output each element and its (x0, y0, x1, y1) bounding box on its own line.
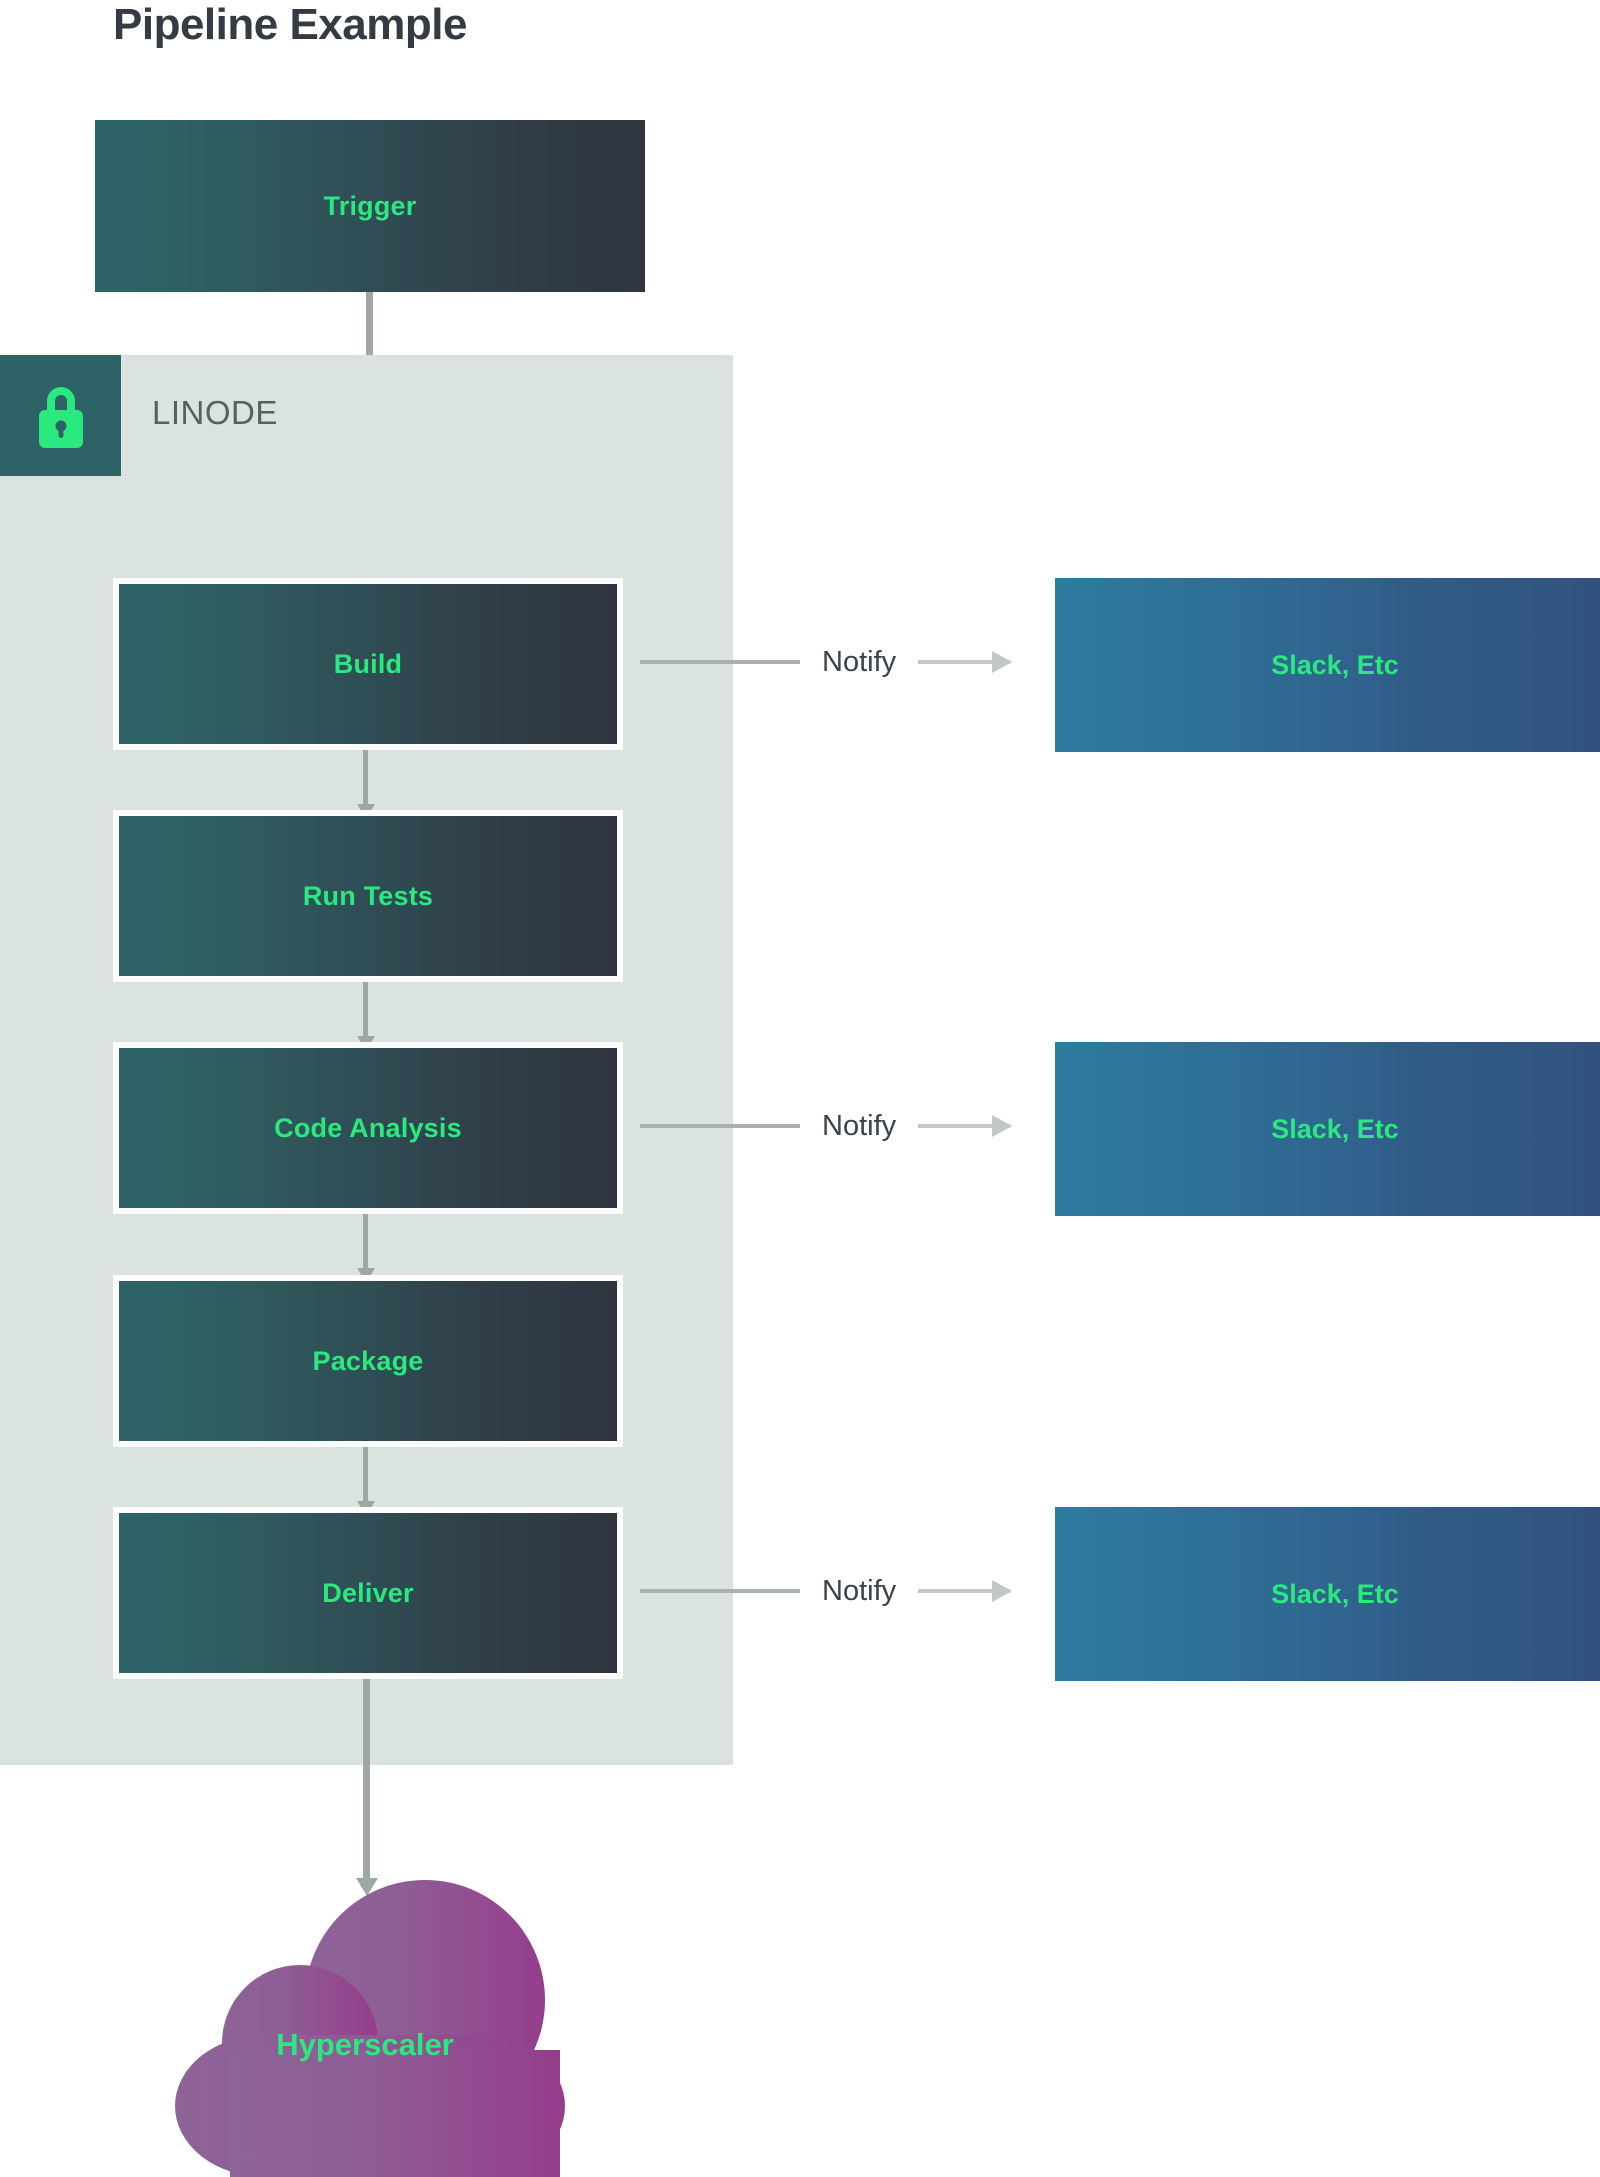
stage-build[interactable]: Build (113, 578, 623, 750)
stage-deliver-label: Deliver (322, 1577, 414, 1608)
notify-target-build-label: Slack, Etc (1271, 649, 1399, 680)
notify-target-deliver[interactable]: Slack, Etc (1055, 1507, 1600, 1681)
notify-target-code-analysis[interactable]: Slack, Etc (1055, 1042, 1600, 1216)
stage-run-tests[interactable]: Run Tests (113, 810, 623, 982)
notify-target-build[interactable]: Slack, Etc (1055, 578, 1600, 752)
trigger-box[interactable]: Trigger (95, 120, 645, 292)
arrow-code-analysis-to-package (356, 1214, 375, 1283)
arrow-deliver-to-hyperscaler (355, 1679, 378, 1896)
notify-row-code-analysis: Notify (640, 1106, 1011, 1146)
stage-build-label: Build (333, 648, 403, 679)
stage-run-tests-label: Run Tests (302, 880, 434, 911)
arrow-run-tests-to-code-analysis (356, 982, 375, 1051)
notify-line (640, 1589, 800, 1593)
lock-icon (38, 386, 83, 448)
notify-line (640, 1124, 800, 1128)
notify-label-code-analysis: Notify (822, 1109, 897, 1142)
stage-package[interactable]: Package (113, 1275, 623, 1447)
stage-package-label: Package (312, 1345, 424, 1376)
notify-target-deliver-label: Slack, Etc (1271, 1578, 1399, 1609)
notify-label-build: Notify (822, 645, 897, 678)
notify-row-deliver: Notify (640, 1571, 1011, 1611)
hyperscaler-cloud[interactable]: Hyperscaler (140, 1875, 590, 2177)
stage-code-analysis[interactable]: Code Analysis (113, 1042, 623, 1214)
notify-arrow-build (918, 660, 1011, 664)
stage-code-analysis-label: Code Analysis (274, 1112, 462, 1143)
linode-label: LINODE (152, 394, 278, 431)
notify-line (640, 660, 800, 664)
notify-row-build: Notify (640, 642, 1011, 682)
arrow-build-to-run-tests (356, 750, 375, 819)
trigger-label: Trigger (323, 190, 417, 221)
linode-lock-badge (0, 355, 121, 476)
arrow-package-to-deliver (356, 1447, 375, 1516)
notify-label-deliver: Notify (822, 1574, 897, 1607)
page-title: Pipeline Example (113, 0, 467, 49)
cloud-icon (175, 1880, 565, 2177)
notify-arrow-code-analysis (918, 1124, 1011, 1128)
notify-arrow-deliver (918, 1589, 1011, 1593)
notify-target-code-analysis-label: Slack, Etc (1271, 1113, 1399, 1144)
stage-deliver[interactable]: Deliver (113, 1507, 623, 1679)
